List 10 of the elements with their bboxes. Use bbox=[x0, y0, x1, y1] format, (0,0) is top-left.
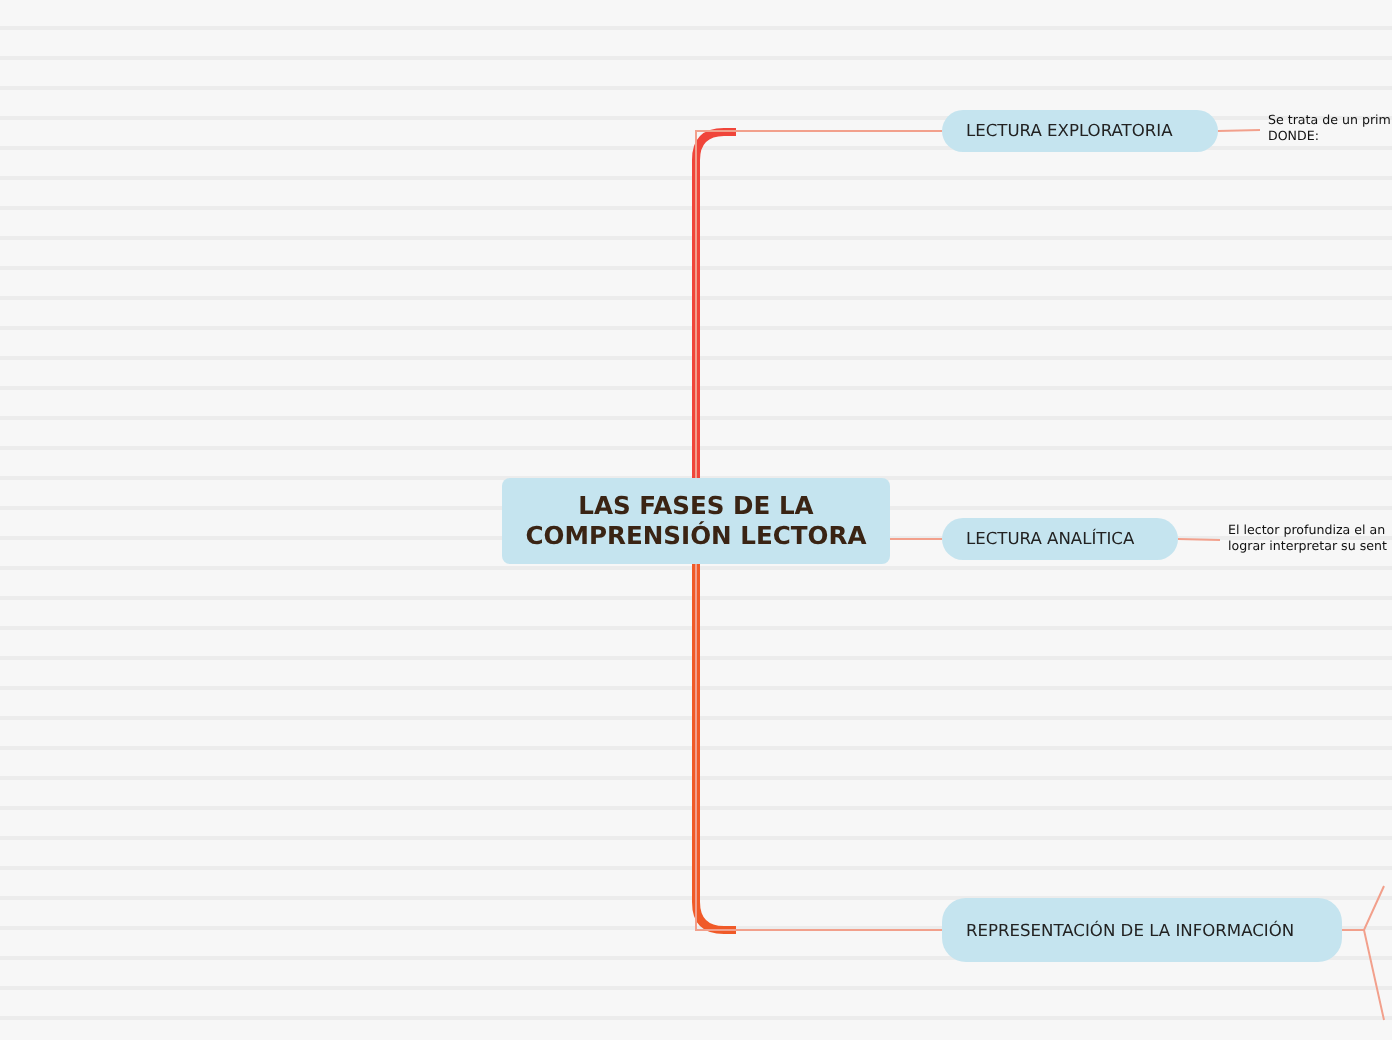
connector-line bbox=[889, 538, 943, 540]
connector-line bbox=[1341, 929, 1385, 1021]
connector-line bbox=[695, 563, 943, 931]
connector-line bbox=[1177, 538, 1221, 541]
connector-line bbox=[1217, 129, 1261, 132]
topic-pill: LECTURA EXPLORATORIA bbox=[942, 110, 1218, 152]
connector-line bbox=[695, 130, 943, 479]
topic-pill: LECTURA ANALÍTICA bbox=[942, 518, 1178, 560]
topic-pill: REPRESENTACIÓN DE LA INFORMACIÓN bbox=[942, 898, 1342, 962]
central-topic: LAS FASES DE LA COMPRENSIÓN LECTORA bbox=[502, 478, 890, 564]
